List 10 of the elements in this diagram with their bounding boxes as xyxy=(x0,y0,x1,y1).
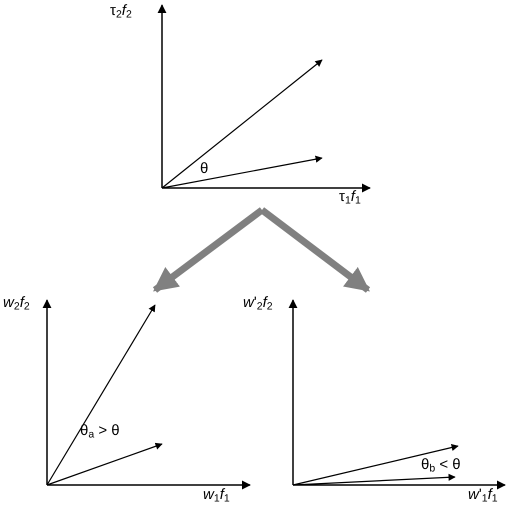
x-axis-label: w$_{1}$f$_{1}$ xyxy=(203,487,230,504)
thick-arrow xyxy=(260,207,370,293)
angle-label: θ$_{b}$ < θ xyxy=(421,457,461,474)
y-axis-label: τ$_{2}$f$_{2}$ xyxy=(110,3,132,20)
thick-arrow xyxy=(152,207,264,293)
angle-label: θ xyxy=(200,161,208,178)
x-axis-label: w'$_{1}$f$_{1}$ xyxy=(468,487,498,504)
y-axis-label: w'$_{2}$f$_{2}$ xyxy=(243,295,273,312)
y-axis-label: w$_{2}$f$_{2}$ xyxy=(3,295,30,312)
x-axis-label: τ$_{1}$f$_{1}$ xyxy=(339,189,361,206)
